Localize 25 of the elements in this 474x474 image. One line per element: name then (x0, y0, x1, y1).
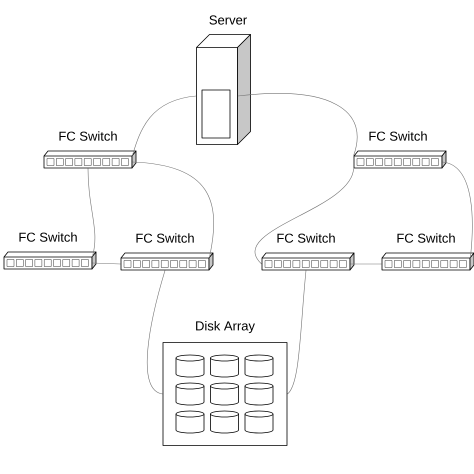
cable (88, 168, 96, 257)
node-label: FC Switch (136, 233, 194, 243)
cable (92, 262, 121, 264)
node-label: FC Switch (397, 233, 455, 243)
cable (132, 96, 196, 156)
cable (146, 270, 166, 394)
switch: FC Switch (44, 131, 136, 168)
switch: FC Switch (262, 233, 354, 270)
node-label: Server (209, 15, 247, 25)
switch: FC Switch (120, 233, 214, 270)
disk-array: Disk Array (162, 320, 288, 446)
node-label: FC Switch (369, 131, 427, 141)
node-label: FC Switch (277, 233, 335, 243)
node-label: FC Switch (19, 232, 77, 242)
server: Server (196, 15, 251, 145)
switch: FC Switch (4, 232, 96, 270)
switch: FC Switch (354, 131, 446, 168)
node-label: Disk Array (196, 320, 255, 334)
cable (442, 162, 473, 258)
cable (132, 162, 214, 258)
cable (238, 93, 358, 156)
node-label: FC Switch (59, 131, 117, 141)
cable (287, 270, 306, 394)
switch: FC Switch (382, 233, 474, 270)
cable (255, 168, 354, 264)
